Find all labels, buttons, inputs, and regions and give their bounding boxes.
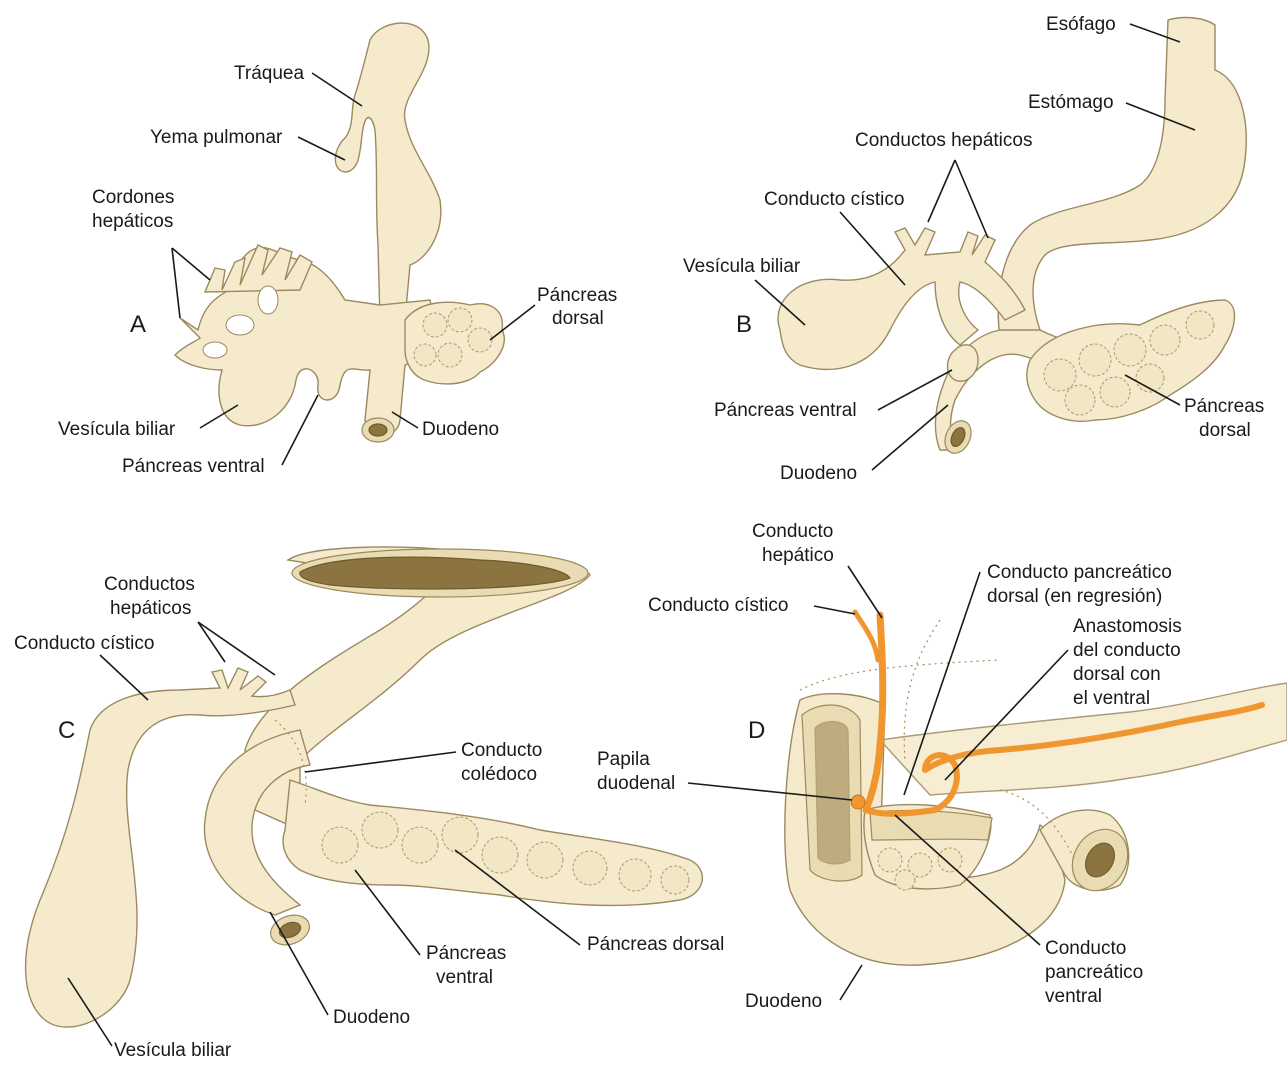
c-label-pancreas-ventral-1: Páncreas — [426, 943, 506, 964]
d-lobule — [895, 870, 915, 890]
c-leader-coledoco — [305, 752, 456, 772]
b-label-vesicula-biliar: Vesícula biliar — [683, 256, 801, 277]
a-lobule — [414, 344, 436, 366]
a-cords — [205, 245, 312, 292]
d-label-pancreatico-ventral-2: pancreático — [1045, 962, 1143, 983]
c-lobule — [661, 866, 689, 894]
b-leader-cistico — [840, 212, 905, 285]
a-label-traquea: Tráquea — [234, 63, 304, 84]
a-label-pancreas-dorsal-2: dorsal — [552, 308, 604, 329]
c-lobule — [619, 859, 651, 891]
b-label-estomago: Estómago — [1028, 92, 1114, 113]
a-duodenum-lumen — [369, 424, 387, 436]
a-lobule — [448, 308, 472, 332]
c-label-coledoco-1: Conducto — [461, 740, 542, 761]
b-label-pancreas-dorsal-2: dorsal — [1199, 420, 1251, 441]
b-lobule — [1044, 359, 1076, 391]
a-label-cordones-2: hepáticos — [92, 211, 173, 232]
c-label-conductos-hepaticos-2: hepáticos — [110, 598, 191, 619]
a-label-duodeno: Duodeno — [422, 419, 499, 440]
d-leader-hepatico — [848, 566, 882, 618]
a-label-cordones-1: Cordones — [92, 187, 174, 208]
b-label-conductos-hepaticos: Conductos hepáticos — [855, 130, 1032, 151]
c-label-vesicula-biliar: Vesícula biliar — [114, 1040, 232, 1060]
c-label-conducto-cistico: Conducto cístico — [14, 633, 154, 654]
b-label-pancreas-ventral: Páncreas ventral — [714, 400, 857, 421]
d-lobule — [878, 848, 902, 872]
d-label-conducto-cistico: Conducto cístico — [648, 595, 788, 616]
c-label-pancreas-dorsal: Páncreas dorsal — [587, 934, 724, 955]
b-label-pancreas-dorsal-1: Páncreas — [1184, 396, 1264, 417]
c-label-conductos-hepaticos-1: Conductos — [104, 574, 195, 595]
a-leader-traquea — [312, 73, 362, 106]
b-stomach — [998, 18, 1246, 338]
panel-b: B Esófago Estómago Conductos hepáticos C… — [683, 14, 1264, 484]
b-lobule — [1150, 325, 1180, 355]
a-lobule — [438, 343, 462, 367]
d-label-anastomosis-2: del conducto — [1073, 640, 1181, 661]
b-label-conducto-cistico: Conducto cístico — [764, 189, 904, 210]
c-lobule — [402, 827, 438, 863]
a-leader-cordones — [172, 248, 210, 318]
b-label-esofago: Esófago — [1046, 14, 1116, 35]
d-leader-cistico — [814, 606, 855, 614]
b-leader-hepaticos — [928, 160, 988, 238]
c-label-coledoco-2: colédoco — [461, 764, 537, 785]
a-lobule — [423, 313, 447, 337]
a-cord-gap-2 — [258, 286, 278, 314]
a-label-vesicula-biliar: Vesícula biliar — [58, 419, 176, 440]
b-ventral-pancreas — [948, 345, 979, 382]
d-label-anastomosis-4: el ventral — [1073, 688, 1150, 709]
b-lobule — [1079, 344, 1111, 376]
a-cord-gap-1 — [226, 315, 254, 335]
c-leader-cistico — [100, 655, 148, 700]
a-label-pancreas-dorsal-1: Páncreas — [537, 285, 617, 306]
b-lobule — [1065, 385, 1095, 415]
c-label-duodeno: Duodeno — [333, 1007, 410, 1028]
c-label-pancreas-ventral-2: ventral — [436, 967, 493, 988]
d-lobule — [938, 848, 962, 872]
c-leader-hepaticos — [198, 622, 275, 675]
d-label-anastomosis-1: Anastomosis — [1073, 616, 1182, 637]
d-label-conducto-hepatico-1: Conducto — [752, 521, 833, 542]
c-lobule — [362, 812, 398, 848]
b-label-duodeno: Duodeno — [780, 463, 857, 484]
d-duodenal-mucosa — [815, 721, 850, 864]
b-lobule — [1114, 334, 1146, 366]
b-lobule — [1186, 311, 1214, 339]
a-trachea-shape — [335, 23, 440, 320]
b-lobule — [1100, 377, 1130, 407]
c-panel-letter: C — [58, 717, 75, 744]
d-leader-duodeno — [840, 965, 862, 1000]
c-lobule — [573, 851, 607, 885]
c-lobule — [322, 827, 358, 863]
a-leader-pancreas-ventral — [282, 395, 318, 465]
d-label-papila-1: Papila — [597, 749, 650, 770]
d-label-pancreatico-dorsal-1: Conducto pancreático — [987, 562, 1172, 583]
d-cystic-duct — [855, 612, 878, 660]
a-cord-gap-3 — [203, 342, 227, 358]
d-label-conducto-hepatico-2: hepático — [762, 545, 834, 566]
c-lobule — [527, 842, 563, 878]
a-label-yema-pulmonar: Yema pulmonar — [150, 127, 283, 148]
a-label-pancreas-ventral: Páncreas ventral — [122, 456, 265, 477]
d-label-anastomosis-3: dorsal con — [1073, 664, 1161, 685]
d-label-pancreatico-dorsal-2: dorsal (en regresión) — [987, 586, 1162, 607]
b-panel-letter: B — [736, 311, 752, 338]
c-lobule — [482, 837, 518, 873]
a-lobule — [468, 328, 492, 352]
panel-c: C Conductos hepáticos Conducto cístico C… — [14, 547, 724, 1060]
d-label-pancreatico-ventral-1: Conducto — [1045, 938, 1126, 959]
d-duodenal-papilla — [851, 795, 865, 809]
d-label-duodeno: Duodeno — [745, 991, 822, 1012]
panel-a: A Tráquea Yema pulmonar Cordones hepátic… — [58, 23, 617, 477]
d-label-papila-2: duodenal — [597, 773, 675, 794]
c-lobule — [442, 817, 478, 853]
d-panel-letter: D — [748, 717, 765, 744]
a-panel-letter: A — [130, 311, 146, 338]
d-label-pancreatico-ventral-3: ventral — [1045, 986, 1102, 1007]
